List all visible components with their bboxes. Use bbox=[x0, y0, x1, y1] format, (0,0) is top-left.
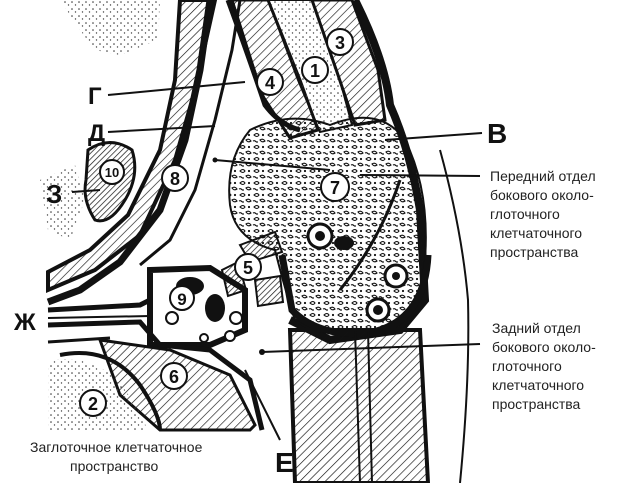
caption-posterior-line-5: пространства bbox=[492, 396, 581, 412]
leader-anterior bbox=[359, 174, 481, 177]
compartment-9 bbox=[147, 264, 248, 348]
muscle-bit-3 bbox=[253, 274, 285, 308]
number-label-1: 1 bbox=[310, 61, 320, 81]
number-label-8: 8 bbox=[170, 169, 180, 189]
caption-anterior: Передний отдел бокового около- глоточног… bbox=[490, 168, 596, 260]
letter-v: В bbox=[487, 118, 507, 149]
caption-posterior-line-1: Задний отдел bbox=[492, 320, 581, 336]
number-label-5: 5 bbox=[243, 258, 253, 278]
num-labels: 1 2 3 4 5 6 7 8 9 10 bbox=[79, 28, 354, 417]
nerve-line bbox=[338, 179, 402, 291]
structure-3-column bbox=[310, 0, 387, 127]
right-contour bbox=[439, 149, 470, 483]
caption-posterior: Задний отдел бокового около- глоточного … bbox=[492, 320, 596, 412]
leader-zh bbox=[47, 315, 151, 319]
number-label-9: 9 bbox=[177, 290, 186, 309]
number-label-7: 7 bbox=[330, 178, 340, 198]
structure-2-outline bbox=[59, 351, 162, 431]
number-label-3: 3 bbox=[335, 33, 345, 53]
caption-anterior-line-2: бокового около- bbox=[490, 187, 594, 203]
leader-inner bbox=[214, 159, 331, 171]
caption-anterior-line-3: глоточного bbox=[490, 206, 560, 222]
fascia-line-lower bbox=[47, 319, 265, 431]
number-label-4: 4 bbox=[265, 73, 275, 93]
leader-posterior bbox=[261, 343, 481, 353]
caption-posterior-line-2: бокового около- bbox=[492, 339, 596, 355]
caption-posterior-line-4: клетчаточного bbox=[492, 377, 584, 393]
number-label-10: 10 bbox=[105, 165, 119, 180]
fascia-line-upper bbox=[47, 297, 152, 313]
posterior-column bbox=[287, 328, 431, 483]
caption-anterior-line-4: клетчаточного bbox=[490, 225, 582, 241]
leader-v bbox=[384, 132, 483, 141]
number-label-6: 6 bbox=[169, 367, 179, 387]
caption-posterior-line-3: глоточного bbox=[492, 358, 562, 374]
leader-d bbox=[107, 125, 216, 133]
vessel-2 bbox=[334, 236, 354, 250]
letter-g: Г bbox=[88, 83, 102, 110]
inner-bone-line bbox=[139, 0, 242, 267]
caption-anterior-line-5: пространства bbox=[490, 244, 579, 260]
letter-z: З bbox=[46, 179, 62, 209]
tissue-fragment-top-left bbox=[60, 0, 160, 55]
letter-d: Д bbox=[88, 120, 105, 147]
leader-z bbox=[71, 189, 101, 193]
caption-retro-line-1: Заглоточное клетчаточное bbox=[30, 439, 203, 455]
number-label-2: 2 bbox=[88, 394, 98, 414]
leader-e bbox=[244, 369, 281, 441]
letter-e: Е bbox=[275, 447, 294, 478]
caption-anterior-line-1: Передний отдел bbox=[490, 168, 596, 184]
caption-retro-line-2: пространство bbox=[70, 458, 159, 474]
letter-zh: Ж bbox=[13, 309, 36, 336]
caption-retropharyngeal: Заглоточное клетчаточное пространство bbox=[30, 439, 203, 474]
leader-g bbox=[107, 81, 246, 96]
tissue-fragment-left bbox=[40, 165, 85, 240]
outer-bone-line bbox=[46, 0, 214, 306]
